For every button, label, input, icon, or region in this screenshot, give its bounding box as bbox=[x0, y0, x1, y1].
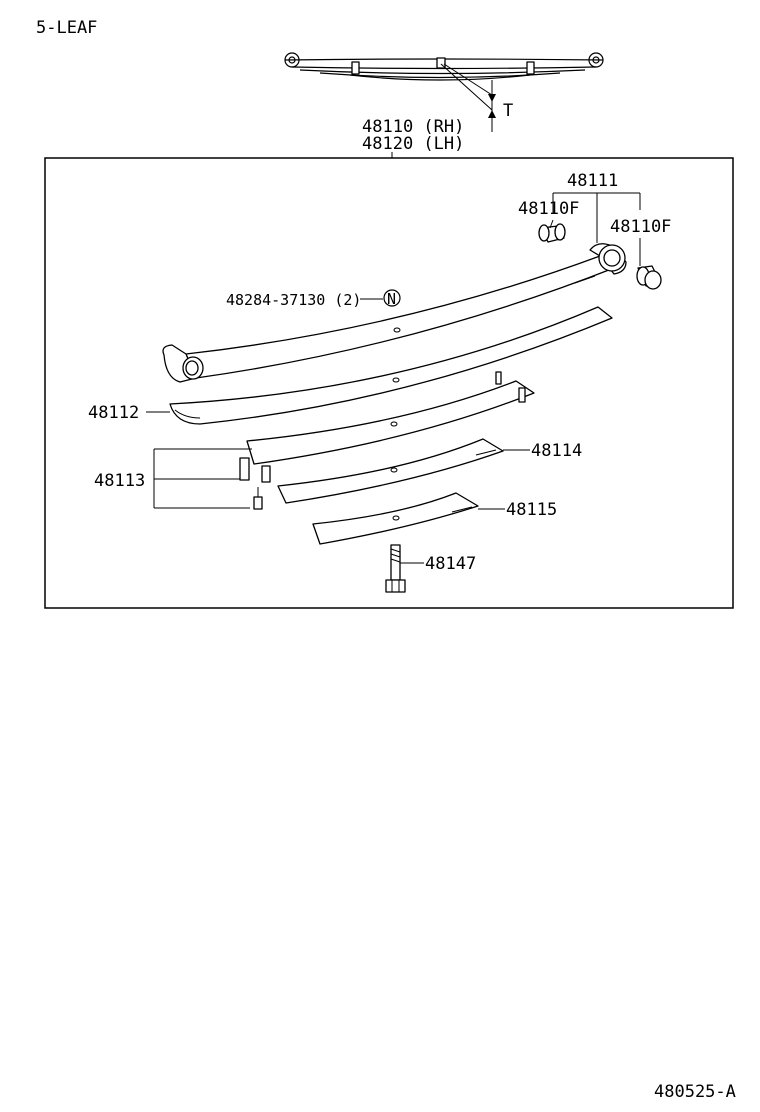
bushing-left bbox=[538, 223, 566, 243]
leaf-no1 bbox=[162, 243, 627, 383]
callout-48114: 48114 bbox=[531, 441, 582, 461]
overview-spring-sketch: T bbox=[284, 52, 604, 132]
callout-48113: 48113 bbox=[94, 471, 145, 491]
callout-48115: 48115 bbox=[506, 500, 557, 520]
callout-48110f-right: 48110F bbox=[610, 217, 671, 237]
callout-48111: 48111 bbox=[567, 171, 618, 191]
variant-label: 5-LEAF bbox=[36, 18, 97, 38]
dimension-t-label: T bbox=[503, 101, 513, 121]
callout-48112: 48112 bbox=[88, 403, 139, 423]
nut-symbol-label: N bbox=[387, 290, 396, 308]
center-bolt bbox=[385, 544, 406, 593]
bushing-right bbox=[636, 265, 662, 290]
diagram-code: 480525-A bbox=[654, 1082, 736, 1102]
assembly-callout-rh: 48110 (RH) bbox=[362, 117, 464, 137]
callout-48147: 48147 bbox=[425, 554, 476, 574]
leaf-no2 bbox=[169, 306, 613, 425]
callout-nut: 48284-37130 (2) bbox=[226, 291, 361, 309]
leaf-no3 bbox=[239, 371, 535, 483]
assembly-callout-lh: 48120 (LH) bbox=[362, 134, 464, 154]
leaf-no5 bbox=[312, 492, 479, 545]
assembly-frame bbox=[44, 157, 734, 609]
callout-48110f-left: 48110F bbox=[518, 199, 579, 219]
nut-symbol-icon bbox=[383, 289, 401, 307]
leaf-no4 bbox=[277, 438, 504, 504]
clip-bolt bbox=[253, 487, 263, 510]
